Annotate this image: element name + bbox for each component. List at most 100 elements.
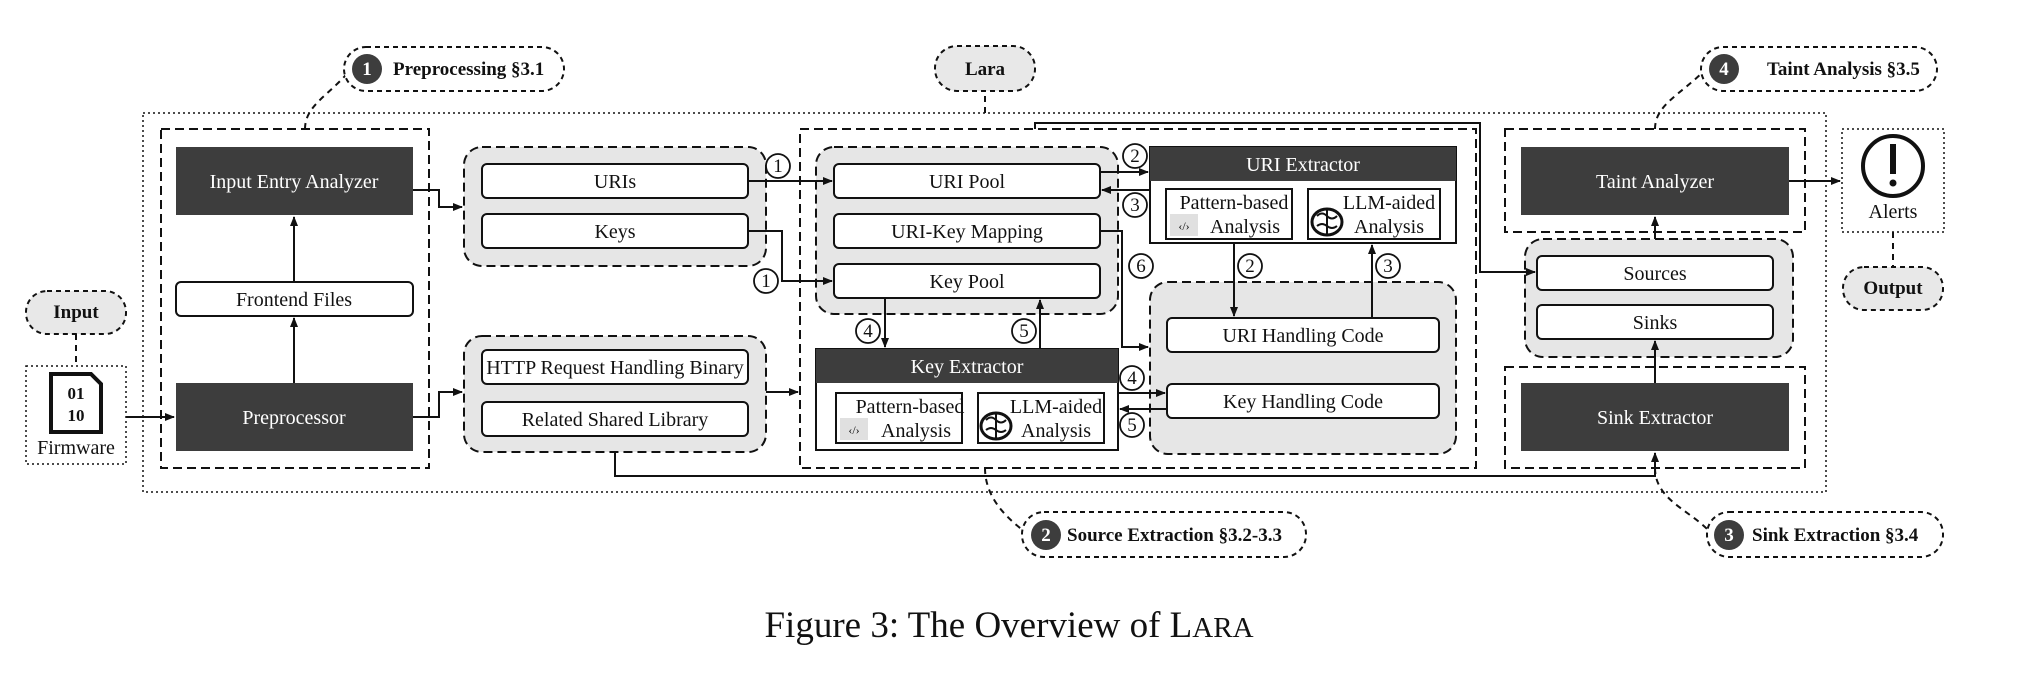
step-marker-key-code-in-text: 4: [1127, 368, 1137, 389]
sinks-box: [1536, 304, 1774, 340]
step-marker-key-code-out-text: 5: [1127, 415, 1137, 436]
uri-pattern-code-icon: [1170, 214, 1198, 236]
figure-caption: Figure 3: The Overview of LARA: [764, 605, 1253, 646]
uri-handling-code-box: [1166, 317, 1440, 353]
preprocessor-box: [176, 383, 413, 451]
edges: [126, 122, 1841, 477]
step-marker-extractor-to-pool: [1122, 192, 1148, 218]
sink-extractor-label: Sink Extractor: [1597, 407, 1713, 429]
edge-preprocessor-to-binaries: [413, 388, 463, 418]
alert-icon: [1861, 134, 1925, 198]
edge-entry-to-uris-keys: [413, 189, 463, 211]
stage-taint-analysis-label: Taint Analysis §3.5: [1767, 59, 1920, 80]
uri-key-mapping-label: URI-Key Mapping: [891, 221, 1043, 243]
uri-pattern-code-glyph: ‹/›: [1178, 219, 1189, 233]
key-handling-code-label: Key Handling Code: [1223, 391, 1383, 413]
taint-analyzer-label: Taint Analyzer: [1596, 171, 1714, 193]
key-llm-line1: LLM-aided: [1010, 396, 1102, 418]
uri-pattern-line2: Analysis: [1210, 216, 1280, 238]
uri-llm-line1: LLM-aided: [1343, 192, 1435, 214]
keys-label: Keys: [594, 221, 635, 243]
step-marker-handling-to-extractor: [1375, 253, 1401, 279]
sinks-label: Sinks: [1633, 312, 1678, 334]
http-request-handling-binary-box: [481, 349, 749, 385]
caption-prefix: Figure 3: The Overview of: [764, 605, 1169, 646]
step-marker-key-extractor-to-pool-text: 5: [1019, 321, 1029, 342]
stage-3-badge: [1714, 520, 1744, 550]
firmware-icon: 01 10: [49, 372, 103, 434]
output-label: Output: [1863, 278, 1923, 299]
edge-library-to-sink-extractor: [614, 452, 1659, 477]
step-marker-pool-to-extractor: [1122, 143, 1148, 169]
caption-name-initial: L: [1170, 605, 1193, 646]
stage-4-badge: [1709, 54, 1739, 84]
taint-analyzer-box: [1521, 147, 1789, 215]
firmware-icon-row1: 01: [68, 384, 85, 403]
key-handling-code-box: [1166, 383, 1440, 419]
http-request-handling-binary-label: HTTP Request Handling Binary: [486, 357, 744, 379]
handling-code-group: [1149, 281, 1457, 455]
step-marker-handling-to-extractor-text: 3: [1383, 256, 1393, 277]
key-extractor-header: [816, 349, 1118, 383]
step-marker-pool-to-key-extractor-text: 4: [863, 321, 873, 342]
step-marker-uris: [765, 153, 791, 179]
step-marker-uris-text: 1: [773, 156, 783, 177]
input-entry-analyzer-label: Input Entry Analyzer: [210, 171, 379, 193]
key-pattern-code-icon: [840, 418, 868, 440]
step-marker-mapping: [1128, 253, 1154, 279]
stage-4-number: 4: [1719, 59, 1729, 80]
lara-label: Lara: [965, 59, 1006, 80]
stage-preprocessing-tag: [343, 46, 565, 92]
key-pattern-line1: Pattern-based: [856, 396, 965, 418]
edge-keys-to-key-pool: [748, 230, 833, 285]
step-marker-extractor-to-handling: [1237, 253, 1263, 279]
step-marker-extractor-to-pool-text: 3: [1130, 195, 1140, 216]
key-llm-line2: Analysis: [1021, 420, 1091, 442]
stage-sink-extraction-label: Sink Extraction §3.4: [1752, 525, 1919, 546]
step-marker-extractor-to-handling-text: 2: [1245, 256, 1255, 277]
uri-handling-code-label: URI Handling Code: [1222, 325, 1383, 347]
stage-source-extraction-label: Source Extraction §3.2-3.3: [1067, 525, 1282, 546]
uri-llm-brain-icon: [1310, 207, 1344, 237]
firmware-label: Firmware: [37, 437, 115, 459]
related-shared-library-label: Related Shared Library: [522, 409, 709, 431]
stage-2-number: 2: [1041, 525, 1051, 546]
stage-source-extraction-tag: [1021, 511, 1307, 558]
output-tag: [1842, 266, 1944, 311]
step-marker-key-extractor-to-pool: [1011, 318, 1037, 344]
stage-taint-analysis-tag: [1700, 46, 1938, 92]
key-pool-label: Key Pool: [930, 271, 1005, 293]
edge-source-to-sources: [1034, 122, 1536, 276]
uri-pool-box: [833, 163, 1101, 199]
edge-mapping-to-handling-code: [1100, 230, 1149, 351]
sink-extractor-box: [1521, 383, 1789, 451]
stage-3-number: 3: [1724, 525, 1734, 546]
step-marker-mapping-text: 6: [1136, 256, 1146, 277]
uri-pattern-line1: Pattern-based: [1180, 192, 1289, 214]
uri-pool-label: URI Pool: [929, 171, 1006, 193]
sources-box: [1536, 255, 1774, 291]
key-pattern-line2: Analysis: [881, 420, 951, 442]
firmware-icon-row2: 10: [68, 406, 85, 425]
lara-tag: [934, 45, 1036, 92]
uri-extractor-header: [1150, 147, 1456, 181]
step-marker-key-code-out: [1119, 412, 1145, 438]
step-markers: 1 1 2 3 6 2 3 4 5 4 5: [753, 143, 1401, 438]
key-extractor-label: Key Extractor: [911, 356, 1024, 378]
related-shared-library-box: [481, 401, 749, 437]
stage-1-number: 1: [362, 59, 372, 80]
key-pattern-code-glyph: ‹/›: [848, 423, 859, 437]
frontend-files-label: Frontend Files: [236, 289, 352, 311]
alerts-label: Alerts: [1869, 201, 1918, 223]
uris-label: URIs: [594, 171, 636, 193]
stage-sink-extraction-tag: [1706, 511, 1944, 558]
key-pool-box: [833, 263, 1101, 299]
step-marker-pool-to-key-extractor: [855, 318, 881, 344]
step-marker-pool-to-extractor-text: 2: [1130, 146, 1140, 167]
step-marker-key-code-in: [1119, 365, 1145, 391]
firmware-box: [25, 365, 127, 465]
stage-preprocessing-label: Preprocessing §3.1: [393, 59, 544, 80]
step-marker-keys: [753, 268, 779, 294]
preprocessor-label: Preprocessor: [242, 407, 346, 429]
